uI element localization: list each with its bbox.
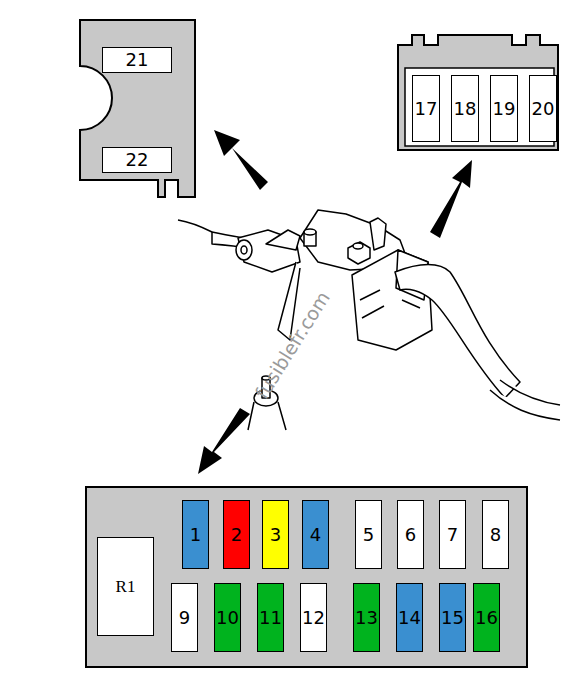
fuse-box: 19 — [490, 75, 518, 142]
fuse-number: 9 — [179, 609, 190, 627]
fuse-number: 10 — [216, 609, 239, 627]
fuse-box: 4 — [302, 500, 329, 569]
fuse-block — [398, 35, 558, 150]
fuse-box: 20 — [529, 75, 557, 142]
fuse-box: 12 — [300, 583, 327, 652]
fuse-box: 9 — [171, 583, 198, 652]
fuse-number: 6 — [405, 526, 416, 544]
fuse-box: 16 — [473, 583, 500, 652]
fuse-number: 1 — [190, 526, 201, 544]
fuse-number: 18 — [454, 100, 477, 118]
fuse-number: 13 — [355, 609, 378, 627]
fuse-box: 10 — [214, 583, 241, 652]
fuse-number: 4 — [310, 526, 321, 544]
pointer-arrow — [198, 130, 472, 474]
fuse-number: 16 — [475, 609, 498, 627]
fuse-number: 20 — [532, 100, 555, 118]
fuse-number: 3 — [270, 526, 281, 544]
fuse-number: 5 — [363, 526, 374, 544]
fuse-box: 6 — [397, 500, 424, 569]
fuse-number: 8 — [490, 526, 501, 544]
fuse-number: 2 — [231, 526, 242, 544]
fuse-number: 14 — [398, 609, 421, 627]
relay-box: R1 — [97, 537, 154, 636]
fuse-box: 11 — [257, 583, 284, 652]
fuse-box: 18 — [451, 75, 479, 142]
fuse-box: 3 — [262, 500, 289, 569]
relay-label: R1 — [116, 578, 136, 595]
fuse-panel — [86, 487, 527, 667]
fuse-number: 19 — [493, 100, 516, 118]
fuse-box: 15 — [439, 583, 466, 652]
fuse-box: 7 — [439, 500, 466, 569]
fuse-box: 8 — [482, 500, 509, 569]
fuse-number: 11 — [259, 609, 282, 627]
fuse-box: 2 — [223, 500, 250, 569]
fuse-box: 14 — [396, 583, 423, 652]
fuse-box: 1 — [182, 500, 209, 569]
fuse-number: 17 — [415, 100, 438, 118]
fuse-box: 5 — [355, 500, 382, 569]
fuse-holder — [80, 20, 195, 197]
fuse-number: 15 — [441, 609, 464, 627]
fuse-box: 22 — [102, 147, 172, 173]
fuse-number: 21 — [126, 51, 149, 69]
fuse-number: 12 — [302, 609, 325, 627]
fuse-box: 21 — [102, 47, 172, 73]
fuse-number: 7 — [447, 526, 458, 544]
fuse-box: 13 — [353, 583, 380, 652]
fuse-box: 17 — [412, 75, 440, 142]
fuse-number: 22 — [126, 151, 149, 169]
battery-terminal-sketch — [178, 210, 560, 430]
